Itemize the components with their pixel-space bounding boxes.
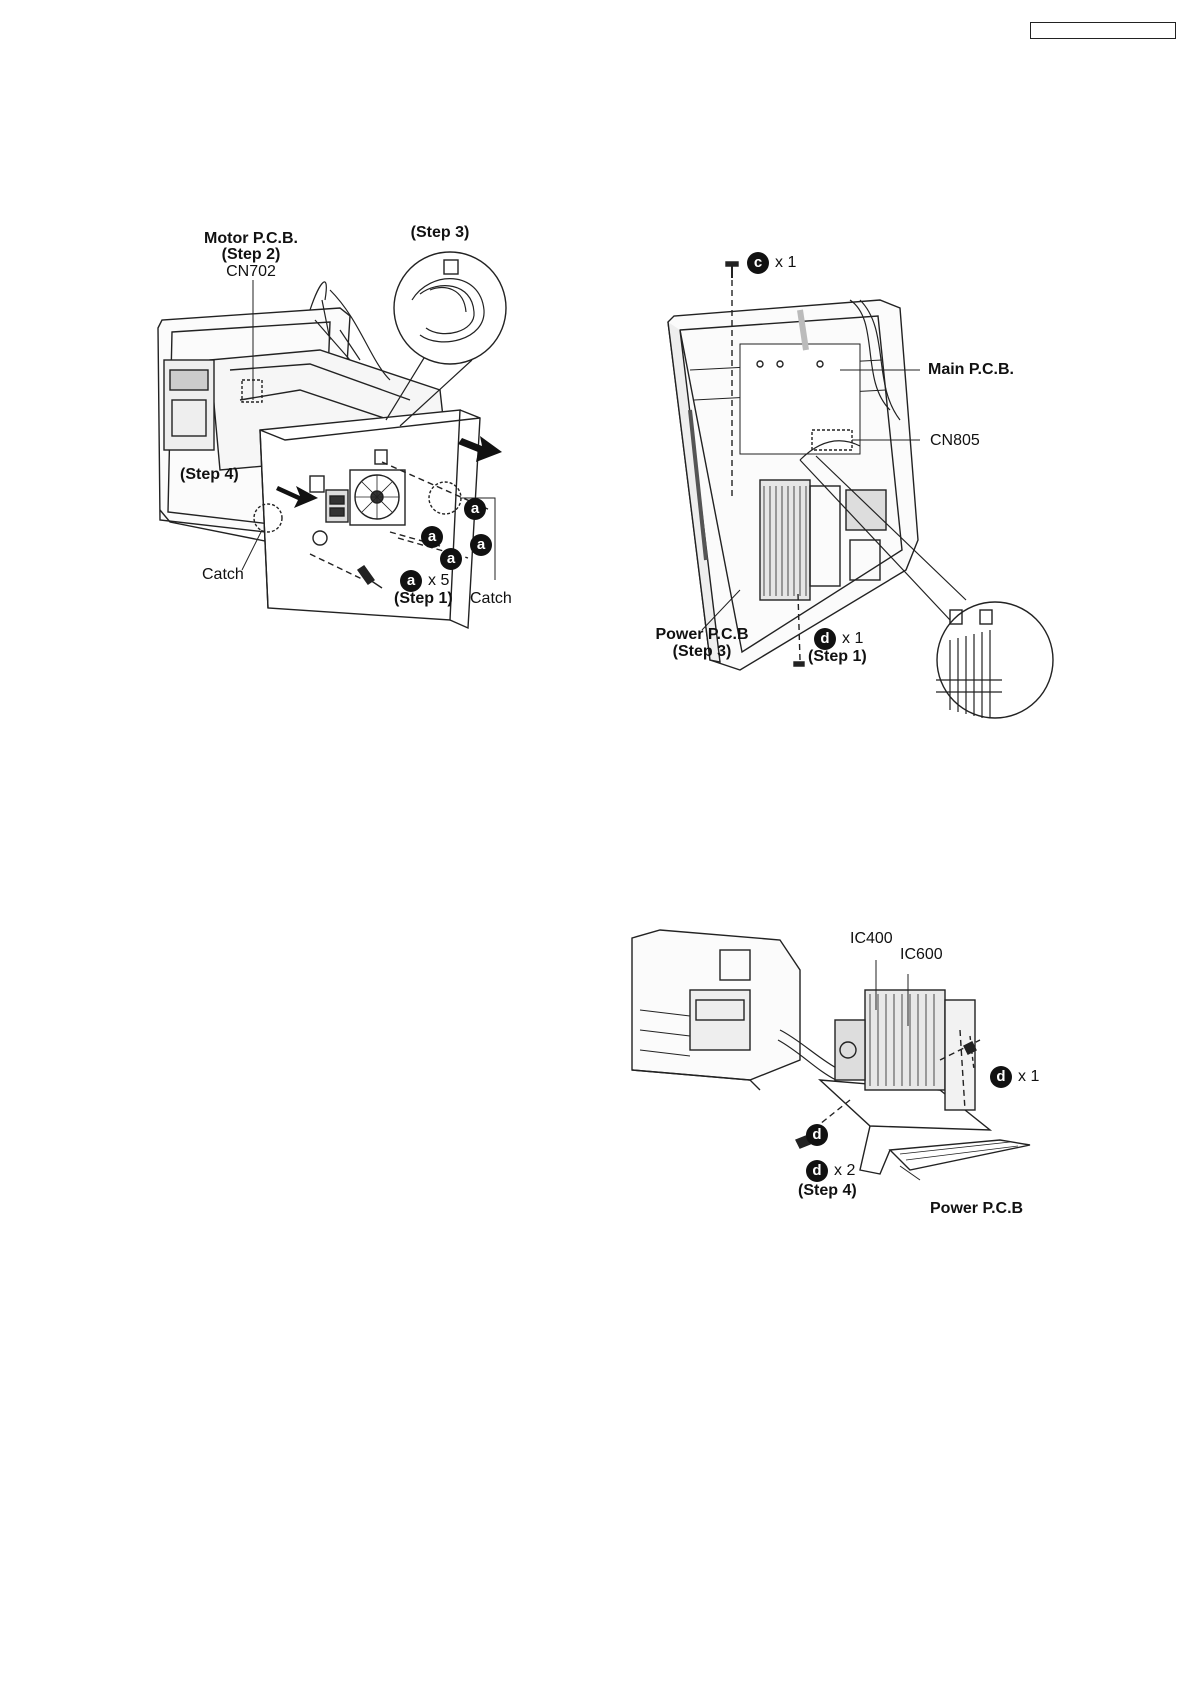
screw-a-badge: a [400,570,422,592]
figure-motor-pcb-removal: Motor P.C.B. (Step 2) CN702 (Step 3) (St… [150,240,570,660]
screw-d-count: d x 1 [814,628,863,650]
screw-d-badge: d [990,1066,1012,1088]
screw-a-badge: a [470,534,492,556]
catch-left-label: Catch [202,566,244,584]
screw-a-count: a x 5 [400,570,449,592]
step1-label: (Step 1) [808,648,867,666]
step3-label: (Step 3) [411,224,470,242]
screw-a-count-text: x 5 [428,572,449,590]
step4-label: (Step 4) [798,1182,857,1200]
ic600-label: IC600 [900,946,943,964]
screw-d-badge: d [806,1124,828,1146]
step1-label: (Step 1) [394,590,453,608]
screw-a-badge: a [421,526,443,548]
screw-a-badge: a [440,548,462,570]
cn805-label: CN805 [930,432,980,450]
cn702-label: CN702 [226,263,276,281]
screw-d1-count-text: x 1 [1018,1068,1039,1086]
power-pcb-step3-label: (Step 3) [673,643,732,661]
screw-d1-count: d x 1 [990,1066,1039,1088]
screw-d-badge: d [814,628,836,650]
figure-main-power-pcb-removal: c x 1 Main P.C.B. CN805 Power P.C.B (Ste… [650,260,1130,760]
ic400-label: IC400 [850,930,893,948]
figure-main-power-pcb-drawing [650,260,1130,760]
model-number-box [1030,22,1176,39]
power-pcb-label: Power P.C.B [655,626,748,644]
screw-c-count-text: x 1 [775,254,796,272]
step4-label: (Step 4) [180,466,239,484]
screw-d-badge: d [806,1160,828,1182]
power-pcb-label: Power P.C.B [930,1200,1023,1218]
main-pcb-label: Main P.C.B. [928,361,1014,379]
screw-a-badge: a [464,498,486,520]
catch-right-label: Catch [470,590,512,608]
screw-d2-count-text: x 2 [834,1162,855,1180]
screw-c-count: c x 1 [747,252,796,274]
screw-d-count-text: x 1 [842,630,863,648]
screw-c-badge: c [747,252,769,274]
motor-pcb-step2-label: (Step 2) [222,246,281,264]
screw-d2-count: d x 2 [806,1160,855,1182]
figure-power-pcb-detail: IC400 IC600 d x 1 d d x 2 (Step 4) Power… [630,930,1100,1240]
